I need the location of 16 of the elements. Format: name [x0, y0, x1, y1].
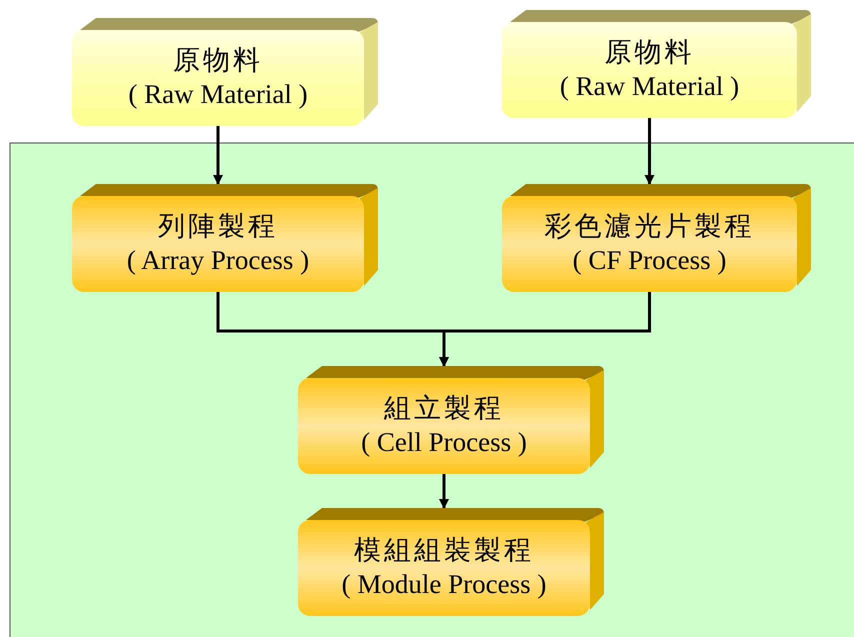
process-title: 原物料: [173, 44, 263, 78]
process-subtitle: ( Module Process ): [342, 568, 546, 601]
process-subtitle: ( Array Process ): [126, 244, 310, 277]
arrow: [439, 292, 651, 367]
process-subtitle: ( CF Process ): [572, 244, 726, 277]
process-title: 模組組裝製程: [354, 534, 534, 568]
process-subtitle: ( Cell Process ): [361, 426, 527, 459]
process-title: 原物料: [604, 36, 694, 70]
process-title: 彩色濾光片製程: [544, 210, 754, 244]
process-subtitle: ( Raw Material ): [560, 70, 740, 103]
process-title: 組立製程: [384, 392, 504, 426]
process-title: 列陣製程: [158, 210, 278, 244]
process-subtitle: ( Raw Material ): [128, 78, 308, 111]
arrow: [213, 126, 223, 185]
arrow: [439, 474, 449, 509]
arrow: [644, 118, 654, 185]
